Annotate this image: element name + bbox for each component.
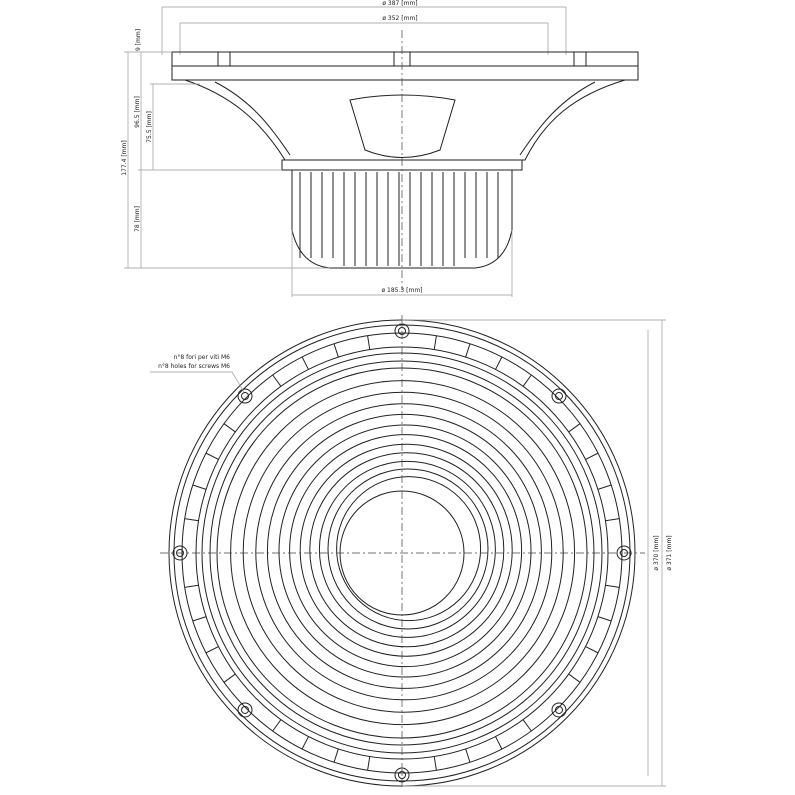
- rim-slot: [184, 584, 199, 588]
- note-holes-italian: n°8 fori per viti M6: [174, 354, 231, 361]
- dim-baffle-diameter: ø 352 [mm]: [382, 15, 417, 22]
- rim-slot: [465, 343, 471, 358]
- rim-slot: [597, 484, 612, 490]
- rim-slot: [301, 736, 309, 750]
- cone-ring: [299, 443, 513, 657]
- rim-slot: [205, 452, 219, 460]
- cone-ring: [230, 380, 576, 726]
- basket-ribs: [214, 81, 596, 156]
- screw-hole-icon: [237, 702, 253, 718]
- dim-total-depth: 177.4 [mm]: [121, 140, 128, 175]
- flange-lug: [217, 51, 231, 67]
- leader-line: [150, 371, 245, 393]
- rim-slot: [495, 356, 503, 370]
- rim-slot: [605, 584, 620, 588]
- basket-window: [349, 94, 456, 158]
- flange-lug: [573, 51, 587, 67]
- rim-slot: [495, 736, 503, 750]
- cone-ring: [318, 460, 496, 638]
- dim-flange-height: 9 [mm]: [135, 29, 142, 51]
- rim-slot: [205, 646, 219, 654]
- rim-slot: [433, 756, 437, 771]
- rim-slot: [367, 756, 371, 771]
- rim-slot: [568, 673, 581, 683]
- dim-cone-depth: 75.5 [mm]: [146, 111, 153, 143]
- rim-slot: [585, 452, 599, 460]
- screw-hole-inner: [241, 392, 250, 401]
- rim-slot: [272, 374, 282, 387]
- side-view: ø 387 [mm] ø 352 [mm] 9 [mm] 96.5 [mm] 7…: [121, 0, 639, 297]
- rim-slot: [465, 748, 471, 763]
- screw-hole-icon: [237, 388, 253, 404]
- rim-slot: [597, 616, 612, 622]
- front-view: ø 370 [mm] ø 371 [mm] n°8 fori per viti …: [150, 315, 673, 790]
- cone-ring: [242, 391, 564, 713]
- note-holes-english: n°8 holes for screws M6: [158, 363, 230, 370]
- rim-slot: [522, 719, 532, 732]
- basket: [184, 79, 626, 161]
- screw-hole-icon: [551, 702, 567, 718]
- rim-slot: [333, 748, 339, 763]
- dim-bolt-circle-2: ø 371 [mm]: [666, 535, 673, 570]
- rim-slot: [605, 518, 620, 522]
- rim-slot: [433, 335, 437, 350]
- rim-slot: [192, 484, 207, 490]
- rim-slot: [333, 343, 339, 358]
- dim-magnet-diameter: ø 185.3 [mm]: [381, 287, 422, 294]
- magnet-assembly: [291, 170, 513, 269]
- dim-magnet-depth: 78 [mm]: [134, 206, 141, 232]
- rim-slot: [192, 616, 207, 622]
- cone-ring: [278, 424, 532, 678]
- rim-slot: [301, 356, 309, 370]
- screw-hole-inner: [241, 705, 250, 714]
- rim-slot: [223, 423, 236, 433]
- screw-hole-inner: [554, 392, 563, 401]
- screw-hole-icon: [551, 388, 567, 404]
- rim-slot: [585, 646, 599, 654]
- cone-ring: [327, 468, 489, 630]
- screw-hole-inner: [398, 771, 406, 779]
- cone-ring: [289, 434, 523, 668]
- cone-ring: [266, 413, 542, 689]
- screw-hole-inner: [554, 705, 563, 714]
- dim-bolt-circle-1: ø 370 [mm]: [653, 535, 660, 570]
- cooling-fins: [299, 172, 499, 266]
- rim-slot: [522, 374, 532, 387]
- cone-ring: [255, 403, 553, 701]
- dim-basket-height: 96.5 [mm]: [134, 96, 141, 128]
- rim-slot: [568, 423, 581, 433]
- rim-slot: [184, 518, 199, 522]
- rim-slot: [223, 673, 236, 683]
- cone-ring: [309, 452, 505, 648]
- dim-outer-diameter: ø 387 [mm]: [382, 0, 417, 7]
- rim-slot: [272, 719, 282, 732]
- rim-slot: [367, 335, 371, 350]
- cone-ring: [336, 476, 482, 622]
